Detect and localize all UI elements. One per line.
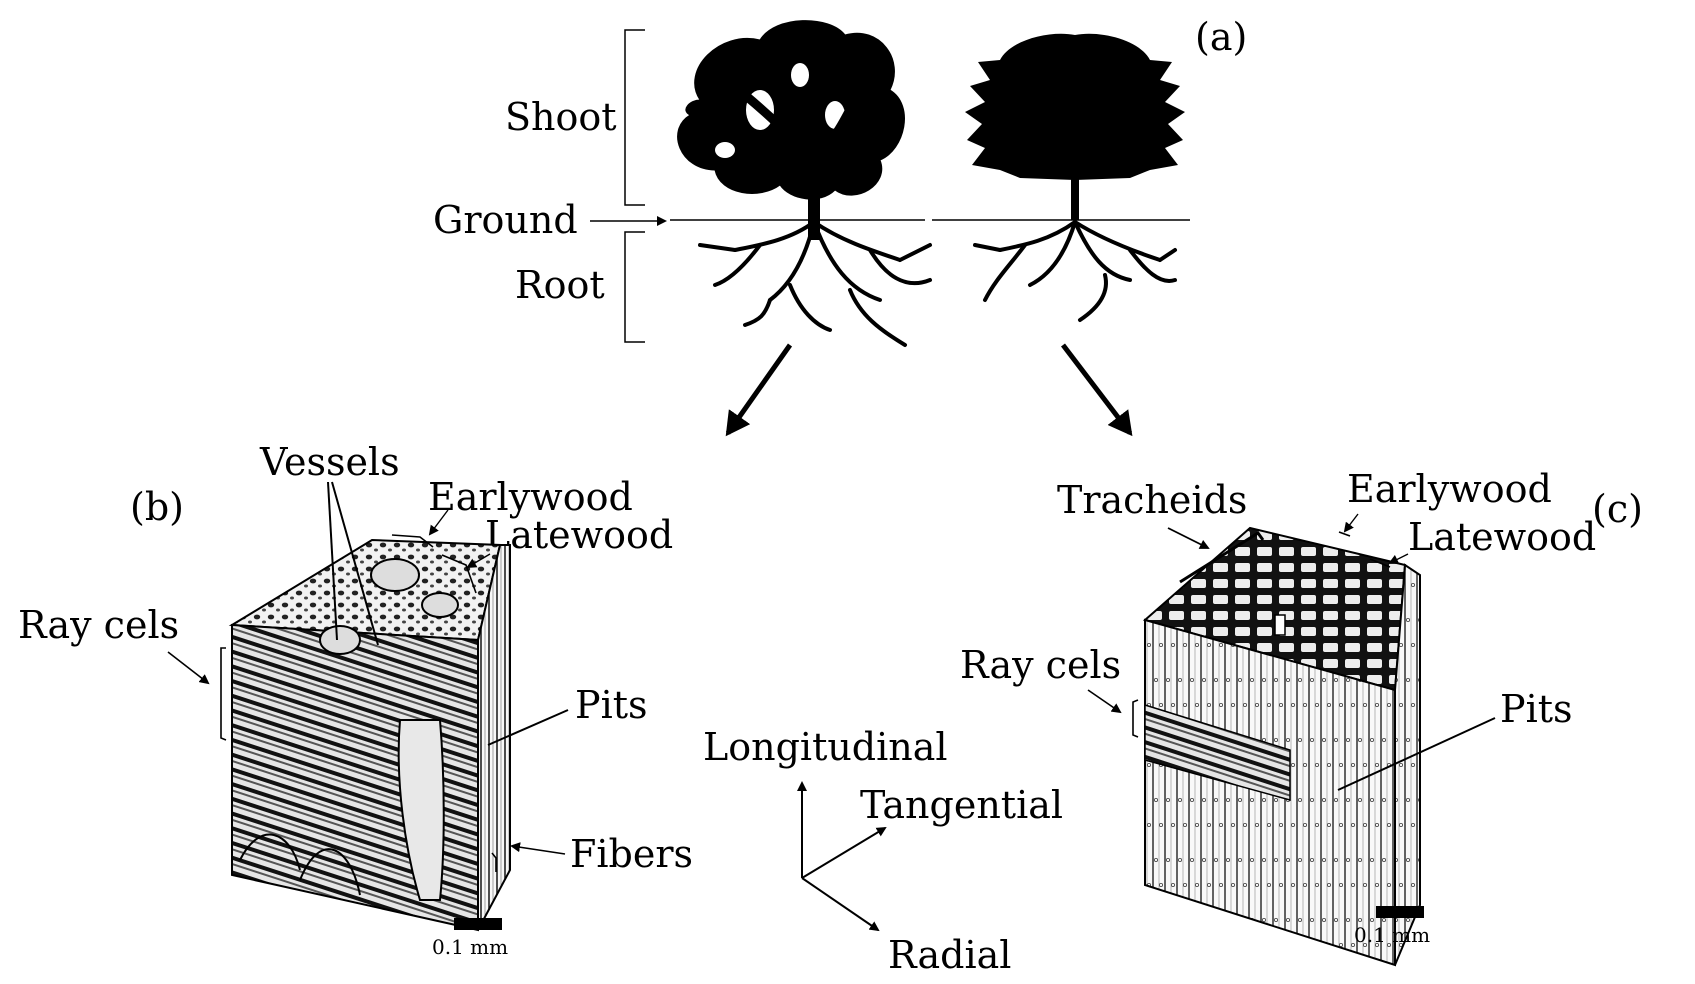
tangential-label: Tangential xyxy=(860,783,1063,827)
ground-label: Ground xyxy=(433,198,578,242)
latewood-b-bracket xyxy=(441,554,477,594)
pits-b-pointer xyxy=(487,709,569,746)
softwood-tree-icon xyxy=(965,33,1185,220)
softwood-block xyxy=(1142,526,1421,967)
pits-c-label: Pits xyxy=(1500,687,1573,731)
arrow-to-softwood xyxy=(1061,343,1133,437)
fibers-bracket xyxy=(491,852,497,872)
radial-axis xyxy=(801,877,880,932)
fibers-label: Fibers xyxy=(570,832,693,876)
ray-cells-b-bracket xyxy=(220,647,227,741)
softwood-ray-band xyxy=(1144,703,1291,801)
hardwood-trunk xyxy=(740,85,865,225)
vessel-pointer-1 xyxy=(327,481,338,641)
shoot-bracket xyxy=(624,29,645,206)
latewood-c-arrow xyxy=(1388,553,1409,564)
earlywood-c-arrow xyxy=(1343,513,1359,533)
panel-b-tag: (b) xyxy=(130,485,184,529)
hardwood-roots xyxy=(698,220,932,347)
ray-cells-c-label: Ray cels xyxy=(960,643,1121,687)
arrow-to-hardwood xyxy=(725,343,793,437)
latewood-c-bracket xyxy=(1369,558,1391,568)
vessels-label: Vessels xyxy=(259,440,400,484)
shoot-label: Shoot xyxy=(505,95,617,139)
orientation-axes: Longitudinal Tangential Radial xyxy=(703,725,1063,977)
ray-cells-b-arrow xyxy=(167,651,210,685)
pits-c-pointer xyxy=(1337,717,1496,791)
panel-c-tag: (c) xyxy=(1592,487,1643,531)
latewood-b-arrow xyxy=(466,553,491,569)
radial-label: Radial xyxy=(888,933,1011,977)
ray-cells-c-arrow xyxy=(1087,689,1122,714)
panel-a: (a) Shoot Ground Root xyxy=(433,15,1247,437)
tangential-axis xyxy=(801,826,887,879)
earlywood-b-bracket xyxy=(391,534,434,548)
panel-a-tag: (a) xyxy=(1195,15,1247,59)
earlywood-b-label: Earlywood xyxy=(428,475,633,519)
earlywood-b-arrow xyxy=(428,509,449,536)
root-bracket xyxy=(624,231,645,343)
vessel-pointer-2 xyxy=(331,481,379,646)
tracheids-bracket xyxy=(1179,530,1265,584)
ray-cells-c-bracket xyxy=(1132,699,1139,738)
hardwood-block xyxy=(228,538,511,932)
scale-c-label: 0.1 mm xyxy=(1354,923,1430,947)
tracheids-label: Tracheids xyxy=(1057,478,1247,522)
tracheids-arrow xyxy=(1167,527,1210,549)
panel-c: (c) Tracheids Earlywood Latewood Ray cel… xyxy=(960,467,1643,967)
ray-cells-b-label: Ray cels xyxy=(18,603,179,647)
earlywood-c-label: Earlywood xyxy=(1347,467,1552,511)
softwood-right-face xyxy=(1394,563,1421,966)
longitudinal-label: Longitudinal xyxy=(703,725,948,769)
hardwood-top-face xyxy=(228,538,502,642)
pits-b-label: Pits xyxy=(575,683,648,727)
earlywood-c-bracket xyxy=(1338,531,1351,537)
hardwood-right-face xyxy=(477,544,511,931)
softwood-roots xyxy=(973,220,1177,322)
hardwood-tree-icon xyxy=(677,20,905,240)
panel-b: (b) Vessels Earlywood Latewood Ray cels … xyxy=(18,440,693,959)
latewood-c-label: Latewood xyxy=(1408,515,1596,559)
scale-bar-c xyxy=(1376,906,1424,918)
fibers-arrow xyxy=(510,842,566,855)
latewood-b-label: Latewood xyxy=(485,513,673,557)
root-label: Root xyxy=(515,263,605,307)
scale-b-label: 0.1 mm xyxy=(432,935,508,959)
scale-bar-b xyxy=(454,918,502,930)
